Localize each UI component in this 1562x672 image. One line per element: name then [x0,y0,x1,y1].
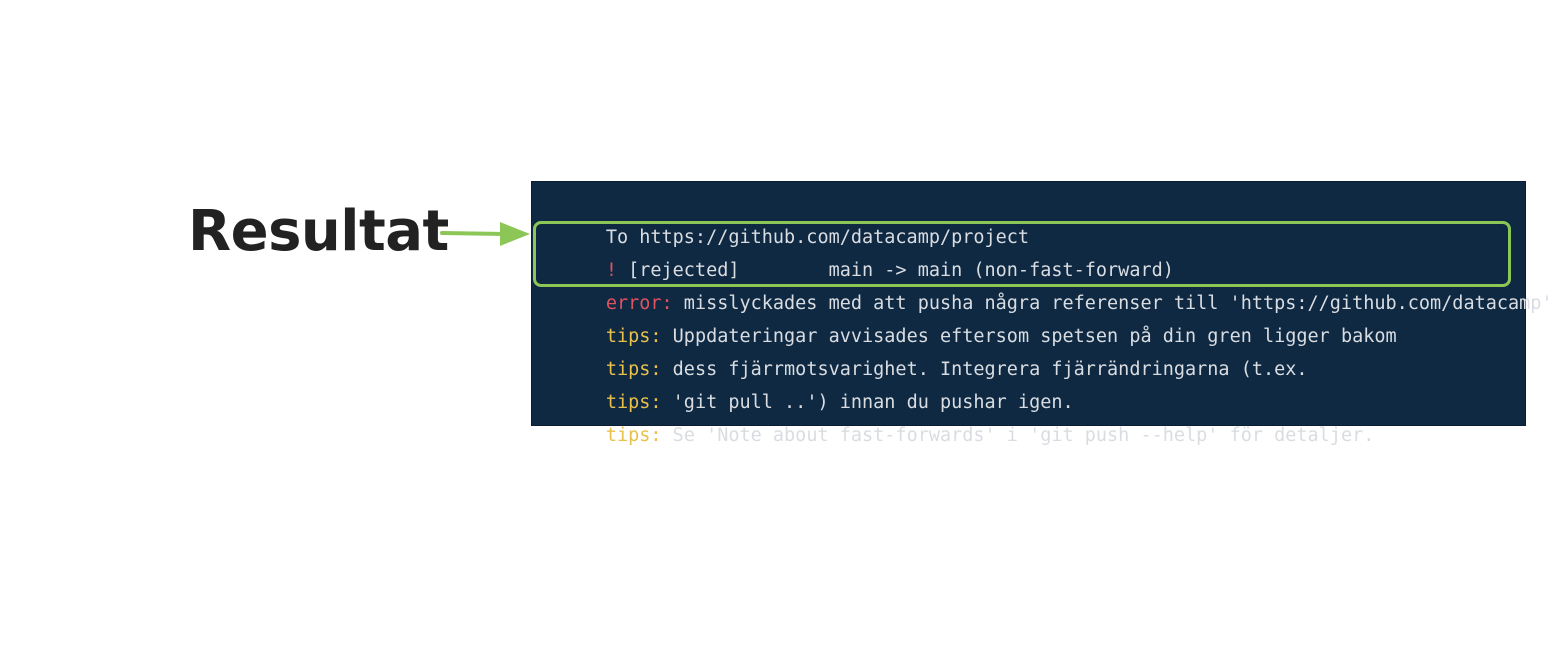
terminal-line-text: [rejected] main -> main (non-fast-forwar… [616,260,1174,281]
tips-prefix: tips: [605,326,662,347]
terminal-line-text: 'git pull ..') innan du pushar igen. [661,392,1074,413]
terminal-line: error: misslyckades med att pusha några … [539,254,1553,314]
arrow-right-icon [440,222,530,246]
tips-prefix: tips: [605,392,662,413]
tips-prefix: tips: [605,359,662,380]
terminal-line-text: To https://github.com/datacamp/project [605,227,1030,248]
terminal-line-text: misslyckades med att pusha några referen… [672,293,1553,314]
error-prefix: error: [605,293,673,314]
terminal-line: tips: Uppdateringar avvisades eftersom s… [539,287,1397,347]
result-label: Resultat [188,199,449,264]
terminal-line: tips: Se 'Note about fast-forwards' i 'g… [539,386,1375,446]
terminal-line-text: Uppdateringar avvisades eftersom spetsen… [661,326,1397,347]
terminal-line-text: dess fjärrmotsvarighet. Integrera fjärrä… [661,359,1308,380]
terminal-line-text: Se 'Note about fast-forwards' i 'git pus… [661,425,1375,446]
terminal-output: To https://github.com/datacamp/project !… [531,181,1553,446]
rejected-marker: ! [605,260,617,281]
terminal-line: tips: 'git pull ..') innan du pushar ige… [539,353,1074,413]
terminal-line: tips: dess fjärrmotsvarighet. Integrera … [539,320,1308,380]
terminal-line: To https://github.com/datacamp/project [539,188,1029,248]
tips-prefix: tips: [605,425,662,446]
terminal-line: ! [rejected] main -> main (non-fast-forw… [539,221,1174,281]
